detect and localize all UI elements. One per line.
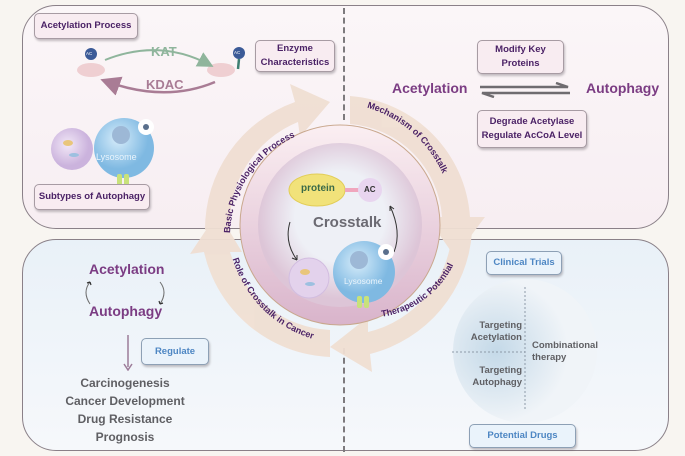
outcome-prognosis: Prognosis — [95, 430, 155, 444]
degrade-line1: Degrade Acetylase — [489, 116, 575, 127]
autophagy-lysosome-illustration — [51, 118, 154, 186]
acetylation-cycle-diagram — [77, 47, 245, 96]
forward-arrow — [480, 82, 569, 89]
divider-top — [343, 8, 345, 120]
substrate-unmodified — [77, 63, 105, 77]
kdac-label: KDAC — [146, 77, 184, 92]
center-ac-label: AC — [364, 185, 376, 194]
substrate-acetylated — [207, 63, 235, 77]
degrade-line2: Regulate AcCoA Level — [481, 130, 583, 141]
kat-arrow — [104, 49, 214, 67]
arrow-therapeutic — [330, 232, 472, 372]
reverse-arrow — [481, 91, 570, 98]
lysosome-content — [112, 126, 130, 144]
enzyme-characteristics-label: Enzyme Characteristics — [255, 40, 335, 72]
ac-circle — [358, 178, 382, 202]
autophagy-heading-bottom: Autophagy — [89, 303, 163, 319]
ac-badge-free — [85, 48, 97, 60]
degrade-acetylase-box: Degrade Acetylase Regulate AcCoA Level — [477, 110, 587, 148]
combinational-therapy-text: Combinational therapy — [532, 340, 598, 363]
lamp-channel — [117, 174, 122, 186]
ac-bond — [236, 58, 241, 70]
acetylation-heading-bottom: Acetylation — [89, 261, 165, 277]
ac-badge-bound — [233, 47, 245, 59]
outcome-carcinogenesis: Carcinogenesis — [80, 376, 170, 390]
targeting-acetylation-text: Targeting Acetylation — [470, 320, 522, 343]
potential-drugs-box: Potential Drugs — [469, 424, 576, 448]
regulate-arrow — [123, 335, 133, 371]
center-autophagosome — [288, 257, 330, 299]
arrow-mechanism — [350, 96, 485, 257]
arrow-basic-physiological — [204, 84, 330, 232]
feedback-loop-arrows — [85, 281, 165, 305]
arrow-role-in-cancer — [190, 212, 330, 357]
clinical-trials-box: Clinical Trials — [486, 251, 562, 275]
targeting-autophagy-text: Targeting Autophagy — [472, 365, 522, 388]
therapy-circle — [452, 279, 597, 423]
lysosome — [94, 118, 154, 178]
equilibrium-arrows — [480, 82, 570, 98]
acetylation-heading: Acetylation — [392, 80, 468, 96]
central-cycle: Basic Physiological Process Mechanism of… — [190, 84, 485, 372]
autophagosome — [51, 128, 93, 170]
protein-label: protein — [301, 183, 335, 194]
divider-bottom — [343, 348, 345, 452]
autophagy-heading: Autophagy — [586, 80, 660, 96]
ac-badge-text: AC — [86, 51, 93, 56]
lysosome-label: Lysosome — [96, 152, 137, 162]
receptor-icon — [143, 124, 149, 130]
crosstalk-title: Crosstalk — [313, 214, 382, 231]
ac-badge-text: AC — [234, 50, 241, 55]
kdac-arrow — [100, 76, 216, 96]
lamp-channel — [124, 174, 129, 186]
modify-key-proteins-box: Modify Key Proteins — [477, 40, 564, 74]
acetylation-process-label: Acetylation Process — [34, 13, 138, 39]
kat-label: KAT — [151, 44, 177, 59]
subtypes-of-autophagy-label: Subtypes of Autophagy — [34, 184, 150, 210]
center-lysosome-label: Lysosome — [344, 276, 383, 286]
outcome-drug-resistance: Drug Resistance — [77, 412, 173, 426]
regulate-box: Regulate — [141, 338, 209, 365]
outcome-cancer-development: Cancer Development — [65, 394, 185, 408]
